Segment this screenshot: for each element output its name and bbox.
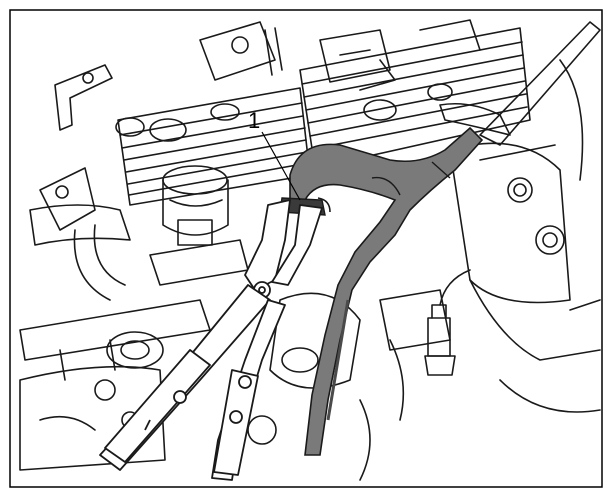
coolant-hose [289,126,484,456]
hose-clamp-pliers [99,199,323,481]
mounting-bracket-left [39,64,113,231]
egr-valve [149,165,249,286]
upper-right-pipe [439,21,601,146]
callout-label-1: 1 [248,108,260,133]
oil-cooler-left [115,87,311,206]
rear-engine-components [199,19,481,91]
oil-cooler-right [299,27,531,169]
callout-leader-1 [261,131,301,201]
sensor-connector [424,269,471,376]
